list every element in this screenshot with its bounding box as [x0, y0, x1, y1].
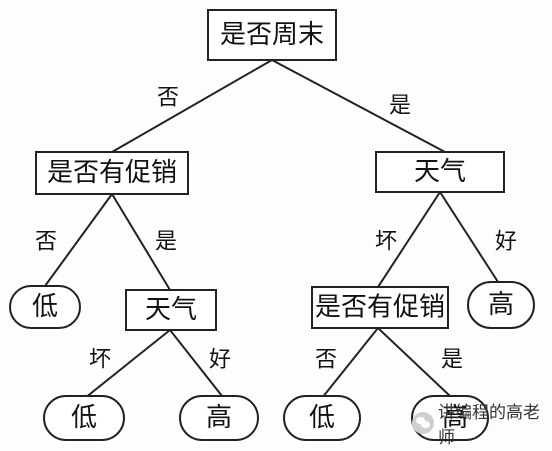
edge-label-root-no: 否 [157, 86, 179, 111]
edge-label-weather-mid-good: 好 [209, 348, 231, 373]
node-weather-right-label: 天气 [414, 157, 466, 187]
edge-promo-right-yes [377, 327, 451, 397]
edge-root-no [111, 59, 273, 153]
edge-label-promo-left-yes: 是 [155, 230, 177, 255]
edge-promo-right-no [321, 327, 379, 399]
node-root: 是否周末 [207, 9, 337, 61]
node-weather-right: 天气 [375, 151, 505, 193]
node-weather-mid: 天气 [125, 289, 217, 331]
node-promo-right-label: 是否有促销 [315, 293, 445, 323]
leaf-high-1: 高 [467, 281, 535, 329]
node-weather-mid-label: 天气 [145, 295, 197, 325]
watermark-text: 讲编程的高老师 [438, 403, 540, 448]
edge-promo-left-yes [111, 193, 171, 291]
leaf-low-1-label: 低 [32, 292, 58, 322]
leaf-low-2-label: 低 [71, 403, 97, 433]
edge-weather-right-bad [377, 191, 441, 288]
edge-label-promo-right-no: 否 [315, 348, 337, 373]
node-promo-right: 是否有促销 [311, 286, 449, 329]
leaf-high-2-label: 高 [206, 403, 232, 433]
edge-label-weather-right-good: 好 [495, 230, 517, 255]
leaf-low-3: 低 [283, 395, 361, 441]
edge-promo-left-no [44, 193, 113, 287]
node-promo-left-label: 是否有促销 [47, 158, 177, 188]
edge-weather-mid-bad [84, 329, 171, 399]
leaf-high-2: 高 [179, 395, 259, 441]
edge-label-weather-mid-bad: 坏 [89, 348, 111, 373]
leaf-low-3-label: 低 [309, 403, 335, 433]
edge-label-promo-right-yes: 是 [441, 348, 463, 373]
edge-root-yes [271, 59, 446, 153]
edge-label-promo-left-no: 否 [35, 230, 57, 255]
leaf-low-2: 低 [43, 395, 125, 441]
node-promo-left: 是否有促销 [35, 151, 189, 195]
node-root-label: 是否周末 [220, 20, 324, 50]
edge-weather-right-good [439, 191, 499, 283]
leaf-high-3-label: 高 [442, 403, 468, 433]
edge-label-weather-right-bad: 坏 [375, 230, 397, 255]
leaf-low-1: 低 [9, 285, 81, 329]
leaf-high-1-label: 高 [488, 290, 514, 320]
edge-label-root-yes: 是 [389, 94, 411, 119]
watermark: 讲编程的高老师 [412, 403, 552, 448]
wechat-icon [412, 412, 434, 434]
edge-weather-mid-good [169, 329, 223, 397]
